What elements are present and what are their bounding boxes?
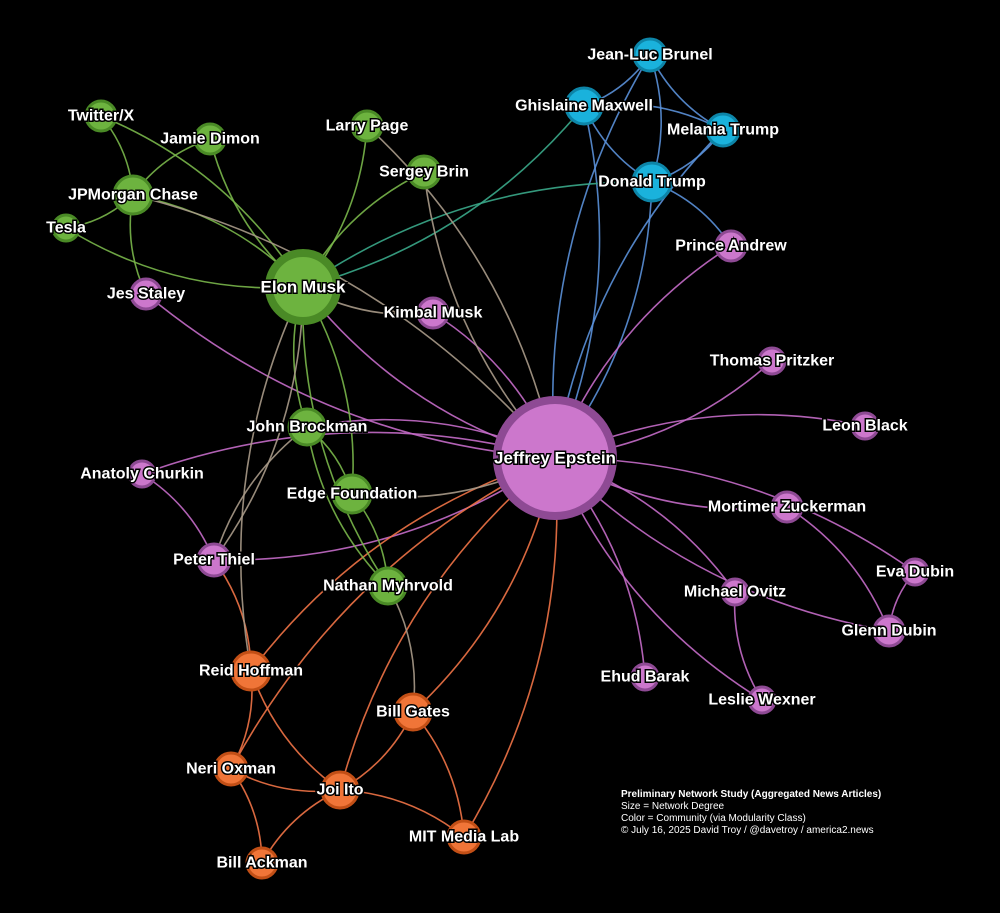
node-label-jpm: JPMorgan Chase [68, 187, 198, 204]
caption-copyright: © July 16, 2025 David Troy / @davetroy /… [621, 825, 874, 836]
node-musk[interactable] [265, 249, 341, 325]
node-label-myhrvold: Nathan Myhrvold [323, 578, 453, 595]
caption: Preliminary Network Study (Aggregated Ne… [621, 789, 881, 837]
node-label-page: Larry Page [326, 118, 409, 135]
node-label-andrew: Prince Andrew [675, 238, 787, 255]
node-label-gates: Bill Gates [376, 704, 450, 721]
edge-epstein-staley [145, 293, 556, 459]
node-label-maxwell: Ghislaine Maxwell [515, 98, 653, 115]
node-twitter[interactable] [84, 99, 118, 133]
node-label-wexner: Leslie Wexner [708, 692, 815, 709]
node-label-brockman: John Brockman [247, 419, 368, 436]
node-melania[interactable] [705, 112, 741, 148]
node-brin[interactable] [406, 154, 442, 190]
node-kimbal[interactable] [416, 296, 450, 330]
edge-musk-trump [302, 181, 653, 288]
node-gates[interactable] [393, 692, 433, 732]
node-label-melania: Melania Trump [667, 122, 779, 139]
node-andrew[interactable] [714, 229, 748, 263]
edge-zuckerman-glenndubin [786, 506, 890, 632]
node-ovitz[interactable] [720, 577, 750, 607]
node-dimon[interactable] [193, 122, 227, 156]
edge-epstein-oxman [230, 457, 556, 770]
node-label-ito: Joi Ito [316, 782, 363, 799]
labels-layer: Jeffrey Epstein Elon Musk Jean-Luc BrunelG… [45, 45, 956, 873]
edge-musk-thiel [213, 286, 304, 561]
node-label-tesla: Tesla [46, 220, 86, 237]
node-label-thiel: Peter Thiel [173, 552, 255, 569]
node-label-epstein: Jeffrey Epstein [494, 449, 616, 468]
node-label-ackman: Bill Ackman [217, 855, 308, 872]
node-brockman[interactable] [287, 407, 327, 447]
edge-musk-myhrvold [301, 286, 389, 587]
edge-brockman-myhrvold [306, 426, 389, 587]
node-jpm[interactable] [112, 174, 154, 216]
node-label-dimon: Jamie Dimon [160, 131, 260, 148]
node-label-churkin: Anatoly Churkin [80, 466, 204, 483]
node-label-musk: Elon Musk [260, 278, 346, 297]
node-label-trump: Donald Trump [598, 174, 706, 191]
node-pritzker[interactable] [757, 346, 787, 376]
node-ackman[interactable] [245, 846, 279, 880]
node-churkin[interactable] [127, 459, 157, 489]
node-label-black: Leon Black [822, 418, 907, 435]
node-label-glenndubin: Glenn Dubin [841, 623, 936, 640]
caption-title: Preliminary Network Study (Aggregated Ne… [621, 789, 882, 800]
node-label-barak: Ehud Barak [601, 669, 690, 686]
node-label-zuckerman: Mortimer Zuckerman [708, 499, 866, 516]
caption-size-note: Size = Network Degree [621, 801, 725, 812]
edge-jpm-epstein [132, 194, 556, 459]
node-staley[interactable] [129, 277, 163, 311]
node-label-hoffman: Reid Hoffman [199, 663, 303, 680]
node-label-kimbal: Kimbal Musk [384, 305, 483, 322]
node-epstein[interactable] [493, 396, 617, 520]
node-barak[interactable] [630, 662, 660, 692]
node-hoffman[interactable] [230, 650, 272, 692]
node-label-medialab: MIT Media Lab [409, 829, 519, 846]
node-trump[interactable] [631, 161, 673, 203]
node-black[interactable] [850, 411, 880, 441]
node-brunel[interactable] [632, 37, 668, 73]
node-label-brunel: Jean-Luc Brunel [587, 47, 712, 64]
node-ito[interactable] [320, 770, 360, 810]
node-myhrvold[interactable] [368, 566, 408, 606]
node-wexner[interactable] [747, 685, 777, 715]
node-thiel[interactable] [196, 542, 232, 578]
node-edge[interactable] [331, 473, 373, 515]
node-label-oxman: Neri Oxman [186, 761, 276, 778]
edge-musk-hoffman [239, 286, 304, 672]
node-label-staley: Jes Staley [107, 286, 185, 303]
node-medialab[interactable] [446, 819, 482, 855]
node-label-ovitz: Michael Ovitz [684, 584, 786, 601]
node-evadubin[interactable] [900, 557, 930, 587]
node-label-edge: Edge Foundation [287, 486, 418, 503]
edge-musk-maxwell [302, 105, 585, 288]
node-label-twitter: Twitter/X [68, 108, 135, 125]
node-glenndubin[interactable] [872, 614, 906, 648]
node-label-brin: Sergey Brin [379, 164, 469, 181]
caption-color-note: Color = Community (via Modularity Class) [621, 813, 806, 824]
node-label-pritzker: Thomas Pritzker [710, 353, 834, 370]
node-oxman[interactable] [213, 751, 249, 787]
node-label-evadubin: Eva Dubin [876, 564, 954, 581]
node-maxwell[interactable] [564, 86, 604, 126]
nodes-layer [51, 37, 930, 880]
node-zuckerman[interactable] [770, 490, 804, 524]
node-tesla[interactable] [51, 213, 81, 243]
node-page[interactable] [350, 109, 384, 143]
